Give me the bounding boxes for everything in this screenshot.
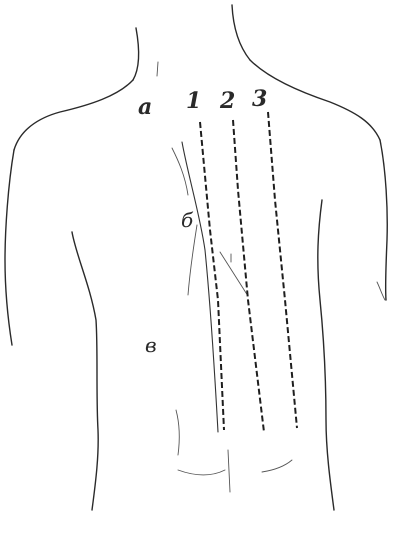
neck-right-outline <box>232 5 250 60</box>
left-shoulder-outline <box>14 80 133 150</box>
spine-line <box>182 142 218 432</box>
label-line-2: 2 <box>220 90 235 112</box>
scapula-inner-curve <box>188 225 197 295</box>
neck-left-outline <box>133 28 139 80</box>
label-b: б <box>181 210 193 230</box>
dashed-line-3 <box>268 112 297 428</box>
left-scapula-line <box>172 148 188 195</box>
left-arm-outline <box>5 150 14 345</box>
right-arm-outline <box>380 140 387 300</box>
left-torso-outline <box>72 232 98 510</box>
buttock-left-curve <box>178 470 225 475</box>
buttock-right-curve <box>262 460 292 472</box>
dashed-line-1 <box>200 122 224 430</box>
dashed-line-2 <box>233 120 264 432</box>
neck-center-mark <box>157 62 158 76</box>
lower-back-left-curve <box>176 410 179 455</box>
gluteal-cleft <box>228 450 230 492</box>
right-torso-outline <box>318 200 334 510</box>
label-v: в <box>145 335 157 355</box>
right-shoulder-outline <box>250 60 380 140</box>
label-a: a <box>138 96 152 118</box>
label-line-1: 1 <box>186 90 201 112</box>
right-armpit-mark <box>377 282 385 300</box>
label-line-3: 3 <box>252 88 267 110</box>
